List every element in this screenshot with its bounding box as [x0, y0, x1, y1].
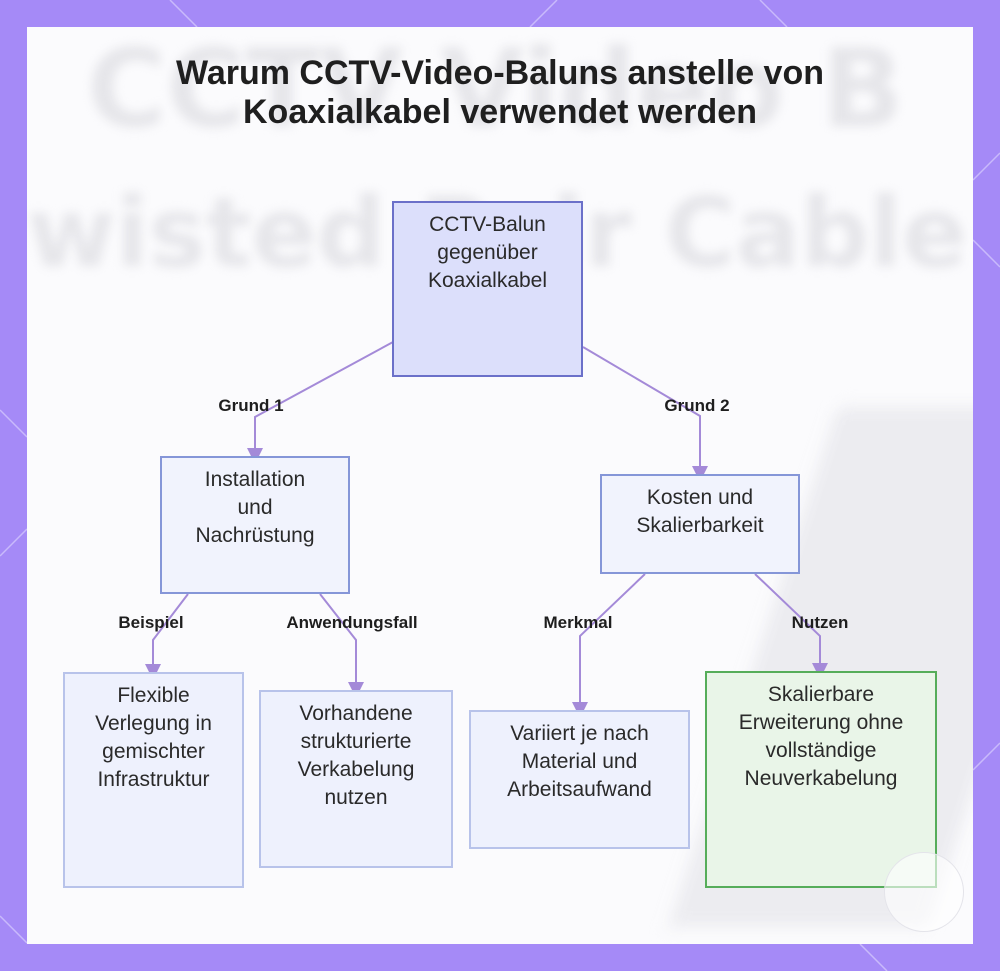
- edge-merkmal: [572, 573, 646, 718]
- title-line-1: Warum CCTV-Video-Baluns anstelle von: [175, 54, 824, 92]
- edge-anwendungsfall: [319, 593, 364, 698]
- diagram-title: Warum CCTV-Video-Baluns anstelle von Koa…: [0, 54, 1000, 132]
- edge-label-grund2: Grund 2: [664, 396, 730, 415]
- node-root: CCTV-Balun gegenüber Koaxialkabel: [392, 201, 583, 377]
- edge-label-nutzen: Nutzen: [791, 613, 849, 632]
- title-line-2: Koaxialkabel verwendet werden: [243, 93, 757, 131]
- edge-label-anwendungsfall: Anwendungsfall: [286, 613, 418, 632]
- edge-label-grund1: Grund 1: [218, 396, 284, 415]
- node-kosten: Kosten und Skalierbarkeit: [600, 474, 800, 574]
- edge-beispiel: [145, 593, 189, 680]
- brand-logo-icon: [884, 852, 964, 932]
- edge-label-beispiel: Beispiel: [118, 613, 184, 632]
- node-flexible: Flexible Verlegung in gemischter Infrast…: [63, 672, 244, 888]
- node-skalierbare: Skalierbare Erweiterung ohne vollständig…: [705, 671, 937, 888]
- node-vorhandene: Vorhandene strukturierte Verkabelung nut…: [259, 690, 453, 868]
- edge-grund1: [247, 341, 394, 464]
- edge-label-merkmal: Merkmal: [543, 613, 613, 632]
- edge-nutzen: [754, 573, 828, 679]
- node-variiert: Variiert je nach Material und Arbeitsauf…: [469, 710, 690, 849]
- background-watermark-text: CCTV Video B: [87, 27, 904, 152]
- node-installation: Installation und Nachrüstung: [160, 456, 350, 594]
- edge-grund2: [582, 346, 708, 482]
